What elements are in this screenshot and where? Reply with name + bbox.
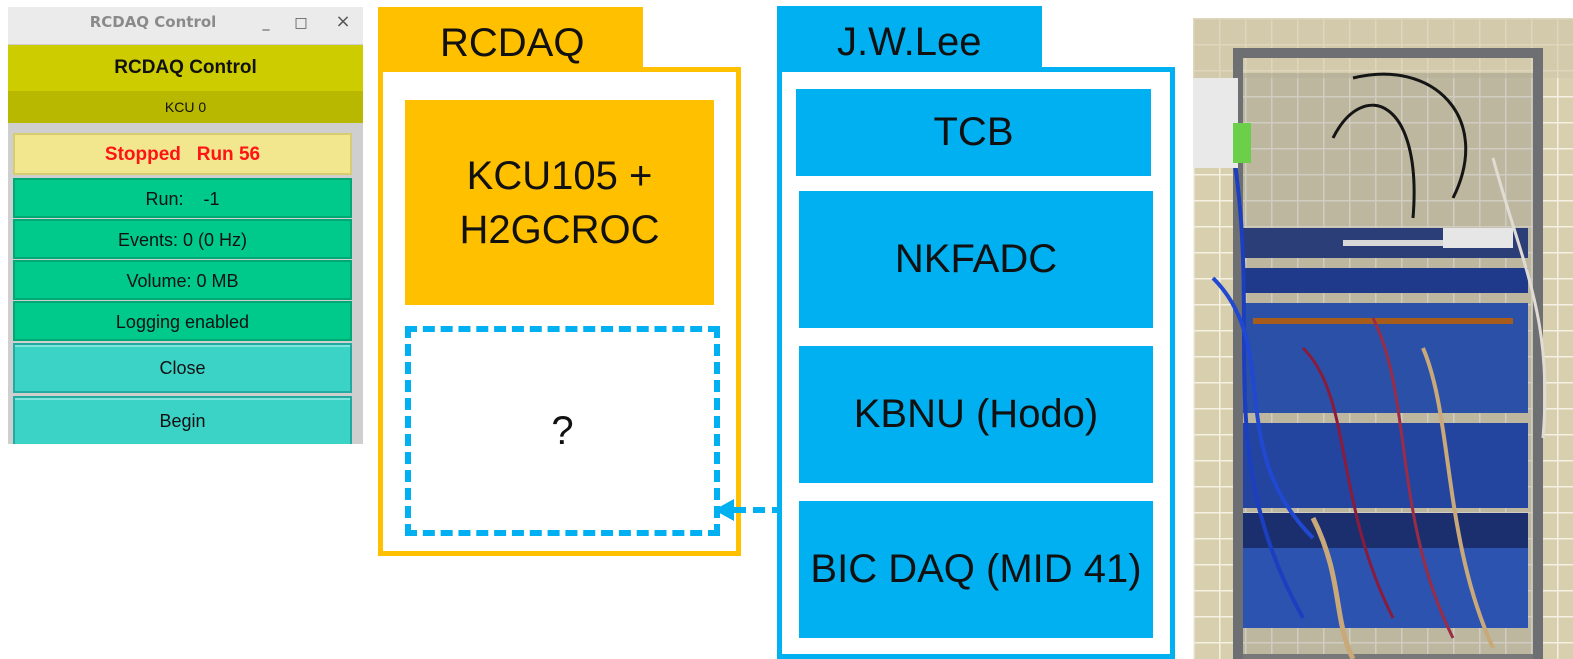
kbnu-hodo-block: KBNU (Hodo): [799, 346, 1153, 483]
unknown-placeholder-box: ?: [405, 326, 720, 536]
control-header: RCDAQ Control: [8, 45, 363, 91]
close-button[interactable]: Close: [13, 343, 352, 393]
dashed-arrow-icon: [714, 499, 784, 521]
volume-label: Volume: 0 MB: [13, 260, 352, 300]
rcdaq-tab: RCDAQ: [378, 7, 643, 70]
close-icon[interactable]: ×: [335, 10, 351, 32]
minimize-icon[interactable]: _: [262, 15, 270, 31]
window-titlebar[interactable]: RCDAQ Control _ □ ×: [8, 7, 363, 44]
rack-photo: [1193, 18, 1573, 659]
jwlee-tab: J.W.Lee: [777, 6, 1042, 73]
kcu105-line-2: H2GCROC: [459, 207, 660, 252]
window-title: RCDAQ Control: [89, 13, 217, 31]
begin-button[interactable]: Begin: [13, 396, 352, 444]
kcu105-line-1: KCU105 +: [466, 153, 653, 198]
tcb-block: TCB: [796, 89, 1151, 176]
events-label: Events: 0 (0 Hz): [13, 219, 352, 259]
rcdaq-control-window: RCDAQ Control _ □ × RCDAQ Control KCU 0 …: [8, 7, 363, 444]
run-number-label: Run: -1: [13, 178, 352, 218]
rcdaq-tab-label: RCDAQ: [440, 21, 585, 65]
maximize-icon[interactable]: □: [294, 15, 308, 31]
run-status-label: Stopped Run 56: [13, 133, 352, 175]
bic-daq-block: BIC DAQ (MID 41): [799, 501, 1153, 638]
jwlee-tab-label: J.W.Lee: [837, 20, 982, 64]
kcu-subheader: KCU 0: [8, 91, 363, 123]
kcu105-block: KCU105 + H2GCROC: [405, 100, 714, 305]
logging-label: Logging enabled: [13, 301, 352, 341]
question-mark: ?: [551, 408, 574, 453]
nkfadc-block: NKFADC: [799, 191, 1153, 328]
